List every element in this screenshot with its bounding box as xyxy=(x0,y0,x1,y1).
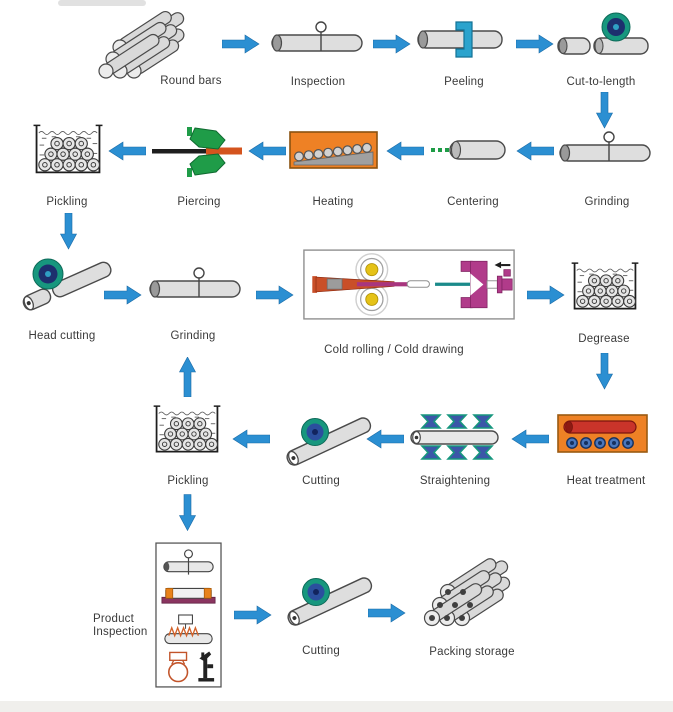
cutting-icon-2 xyxy=(287,577,373,626)
label-packing-storage: Packing storage xyxy=(429,646,515,658)
peeling-icon xyxy=(417,21,503,58)
photo-artifact xyxy=(58,0,146,6)
arrow-grinding-to-centering xyxy=(516,141,554,161)
piercing-icon xyxy=(152,127,242,177)
label-degrease: Degrease xyxy=(578,333,630,345)
arrow-peeling-to-cut-to-length xyxy=(516,34,554,54)
label-grinding-2: Grinding xyxy=(170,330,216,342)
straightening-icon xyxy=(410,414,499,460)
label-centering: Centering xyxy=(447,196,499,208)
arrow-heating-to-piercing xyxy=(248,141,286,161)
label-piercing: Piercing xyxy=(177,196,221,208)
degrease-tank-icon xyxy=(570,258,640,313)
arrow-cutting-to-pickling xyxy=(232,429,270,449)
arrow-pickling-to-grinding-return xyxy=(179,357,196,397)
label-inspection: Inspection xyxy=(290,76,346,88)
label-grinding-1: Grinding xyxy=(584,196,630,208)
label-heating: Heating xyxy=(312,196,354,208)
label-product-inspection-line2: Inspection xyxy=(93,626,148,638)
arrow-cutting-to-packing-storage xyxy=(368,603,406,623)
label-product-inspection-line1: Product xyxy=(93,613,135,625)
label-pickling-2: Pickling xyxy=(167,475,209,487)
arrow-grinding-to-cold-rolling xyxy=(256,285,294,305)
label-peeling: Peeling xyxy=(444,76,484,88)
label-cutting-1: Cutting xyxy=(302,475,340,487)
arrow-product-inspection-to-cutting xyxy=(234,605,272,625)
inspection-icon xyxy=(270,20,365,54)
arrow-inspection-to-peeling xyxy=(373,34,411,54)
bottom-edge-strip xyxy=(0,701,673,712)
arrow-head-cutting-to-grinding xyxy=(104,285,142,305)
pickling-tank-icon-1 xyxy=(32,120,104,177)
label-pickling-1: Pickling xyxy=(46,196,88,208)
arrow-heat-treatment-to-straightening xyxy=(511,429,549,449)
heat-treatment-furnace-icon xyxy=(557,414,648,453)
arrow-centering-to-heating xyxy=(386,141,424,161)
arrow-pickling-to-head-cutting xyxy=(60,213,77,250)
product-inspection-station-icon xyxy=(155,542,222,688)
label-cold-rolling: Cold rolling / Cold drawing xyxy=(324,344,464,356)
centering-icon xyxy=(431,140,506,160)
label-heat-treatment: Heat treatment xyxy=(566,475,646,487)
cut-to-length-icon xyxy=(557,12,649,55)
cold-rolling-machine-icon xyxy=(303,249,515,320)
pickling-tank-icon-2 xyxy=(152,401,222,456)
grinding-icon-2 xyxy=(148,266,243,300)
arrow-piercing-to-pickling xyxy=(108,141,146,161)
label-head-cutting: Head cutting xyxy=(28,330,96,342)
label-product-inspection: Product Inspection xyxy=(93,613,153,639)
arrow-round-bars-to-inspection xyxy=(222,34,260,54)
arrow-cut-to-length-to-grinding xyxy=(596,92,613,129)
label-cutting-2: Cutting xyxy=(302,645,340,657)
arrow-pickling-to-product-inspection xyxy=(179,490,196,536)
cutting-icon-1 xyxy=(286,417,372,466)
head-cutting-icon xyxy=(22,258,112,311)
label-cut-to-length: Cut-to-length xyxy=(566,76,636,88)
label-straightening: Straightening xyxy=(419,475,491,487)
arrow-cold-rolling-to-degrease xyxy=(527,285,565,305)
round-bars-icon xyxy=(98,10,185,79)
label-round-bars: Round bars xyxy=(160,75,222,87)
arrow-degrease-to-heat-treatment xyxy=(596,353,613,390)
heating-furnace-icon xyxy=(289,131,378,169)
packing-storage-icon xyxy=(423,558,511,627)
grinding-icon-1 xyxy=(558,130,653,164)
